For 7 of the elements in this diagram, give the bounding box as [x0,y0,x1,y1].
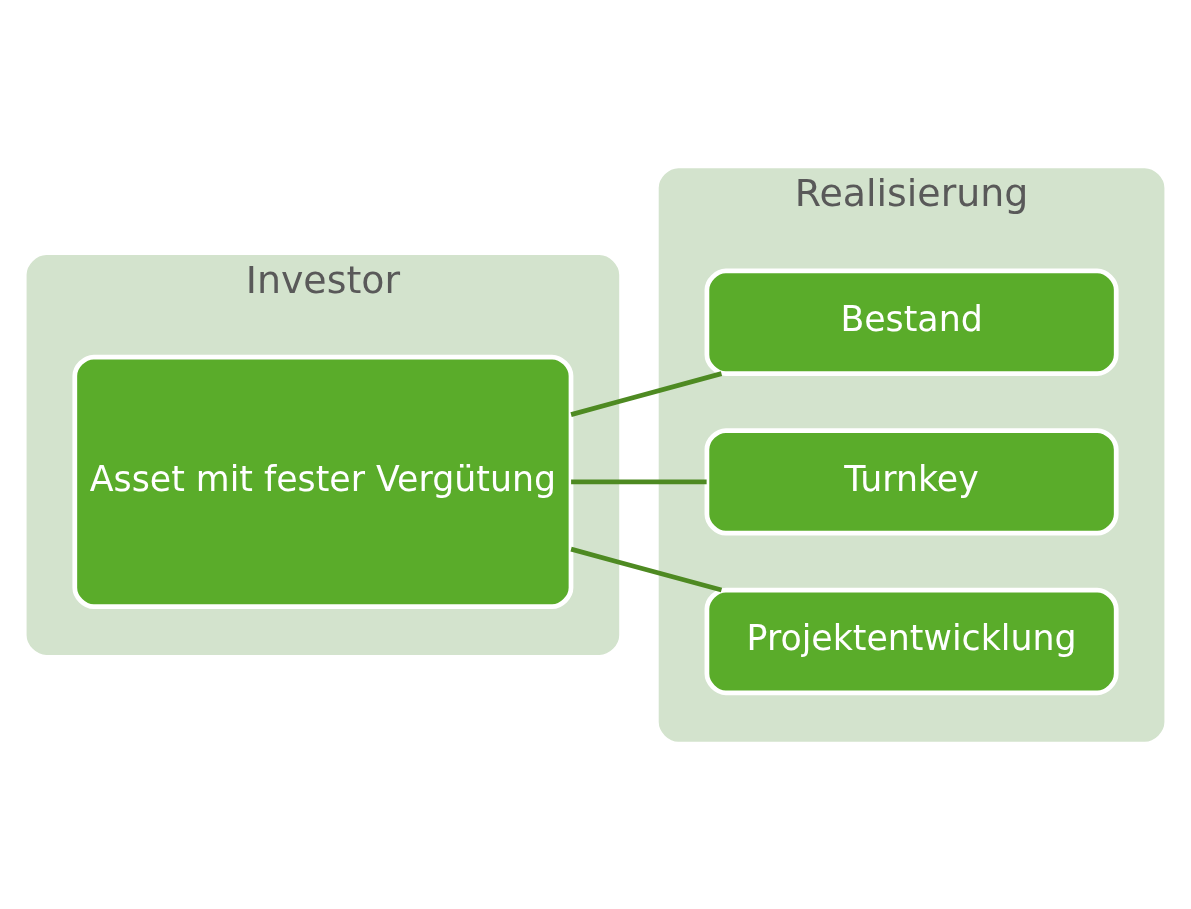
connector [570,370,723,417]
node-box: Projektentwicklung [704,587,1119,695]
node-box: Asset mit fester Vergütung [72,354,574,609]
node-box: Turnkey [704,427,1119,536]
node-box: Bestand [704,268,1119,376]
connector [571,479,707,484]
connector [570,546,723,592]
